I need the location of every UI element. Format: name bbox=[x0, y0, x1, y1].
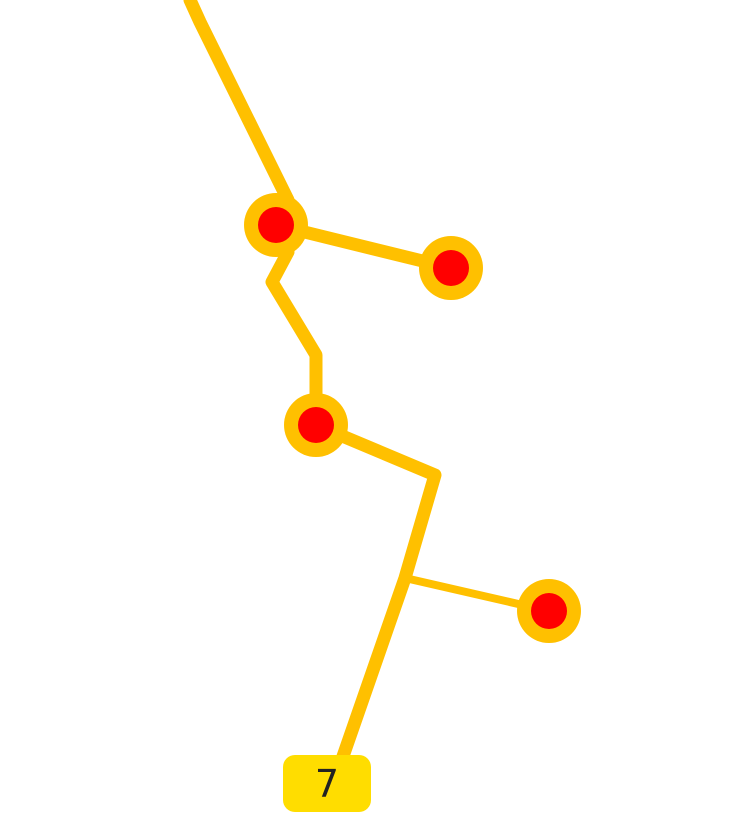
stop-marker[interactable] bbox=[419, 236, 483, 300]
route-number-badge[interactable]: 7 bbox=[283, 755, 371, 812]
route-line[interactable] bbox=[183, 0, 442, 772]
stop-marker[interactable] bbox=[244, 193, 308, 257]
route-number: 7 bbox=[314, 761, 340, 806]
stop-marker[interactable] bbox=[517, 579, 581, 643]
stop-marker[interactable] bbox=[284, 393, 348, 457]
